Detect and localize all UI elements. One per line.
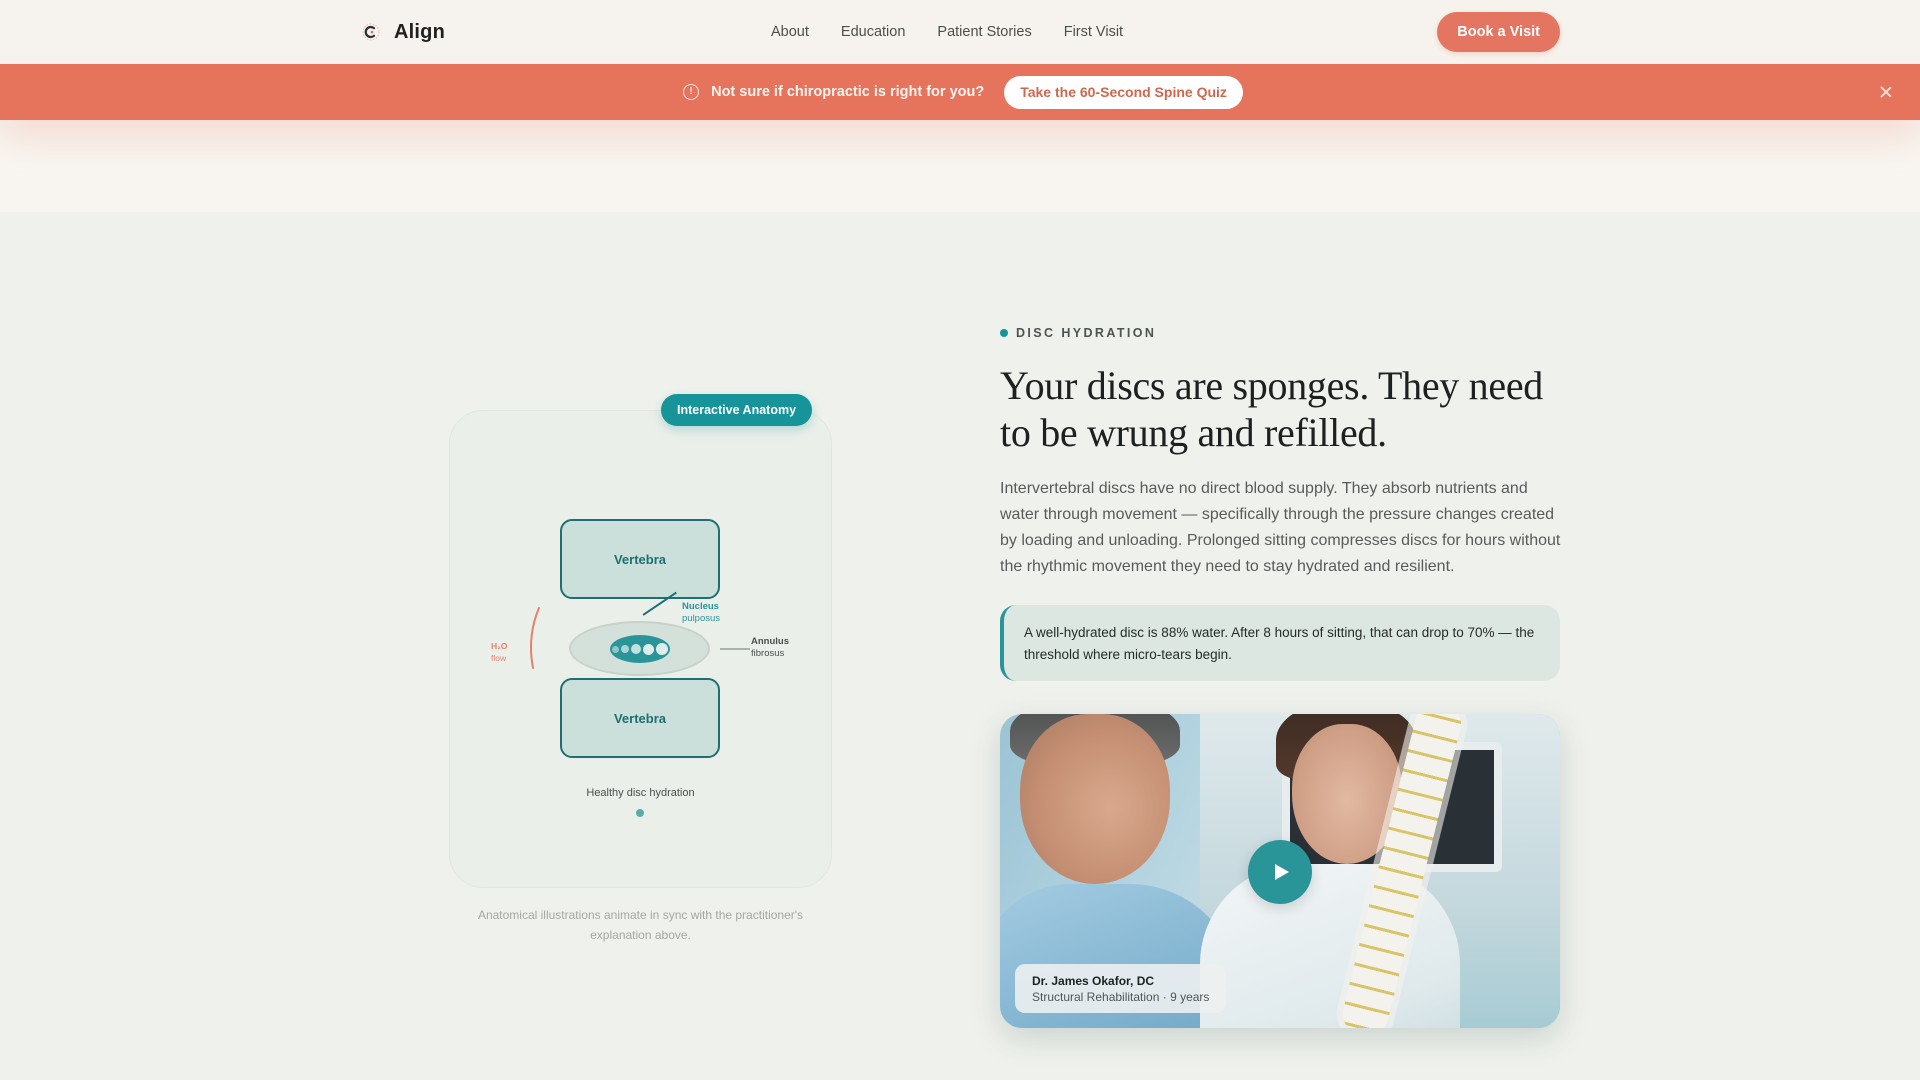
water-flow-arc-icon (530, 607, 540, 669)
nucleus-pulposus[interactable] (610, 635, 670, 663)
main-nav: About Education Patient Stories First Vi… (771, 24, 1123, 40)
vertebra-bottom[interactable]: Vertebra (560, 678, 720, 758)
nav-education[interactable]: Education (840, 24, 906, 40)
section-headline: Your discs are sponges. They need to be … (1000, 363, 1543, 455)
nav-first-visit[interactable]: First Visit (1063, 24, 1124, 40)
anatomy-card (449, 410, 832, 888)
anatomy-caption: Healthy disc hydration (586, 787, 695, 799)
hydration-callout: A well-hydrated disc is 88% water. After… (1000, 605, 1560, 681)
anatomy-footnote: Anatomical illustrations animate in sync… (477, 908, 804, 942)
video-doctor-figure (1200, 864, 1460, 1028)
spine-quiz-button[interactable]: Take the 60-Second Spine Quiz (1004, 75, 1243, 109)
site-header: Align About Education Patient Stories Fi… (0, 0, 1920, 64)
interactive-anatomy-tag: Interactive Anatomy (661, 394, 813, 426)
nav-about[interactable]: About (771, 24, 809, 40)
promo-banner: ! Not sure if chiropractic is right for … (0, 64, 1920, 120)
video-doctor-head (1292, 724, 1402, 864)
banner-text: Not sure if chiropractic is right for yo… (711, 84, 985, 100)
info-icon: ! (683, 84, 700, 100)
eyebrow-dot-icon (1000, 329, 1008, 337)
section-body: Intervertebral discs have no direct bloo… (1000, 480, 1561, 575)
play-button[interactable] (1248, 840, 1312, 904)
logo-icon (360, 21, 382, 43)
nav-patient-stories[interactable]: Patient Stories (937, 24, 1032, 40)
annulus-leader-line (720, 648, 750, 650)
hero-spacer (0, 120, 1920, 212)
doctor-name: Dr. James Okafor, DC (1032, 974, 1155, 988)
section-eyebrow: DISC HYDRATION (1000, 326, 1156, 340)
intervertebral-disc[interactable] (569, 621, 710, 676)
doctor-meta: Structural Rehabilitation · 9 years (1032, 990, 1210, 1004)
close-icon[interactable] (1878, 84, 1894, 100)
animation-progress-dot[interactable] (636, 809, 644, 817)
brand-name: Align (394, 20, 445, 43)
vertebra-top[interactable]: Vertebra (560, 519, 720, 599)
play-icon (1274, 864, 1289, 880)
book-visit-button[interactable]: Book a Visit (1437, 12, 1560, 52)
doctor-badge: Dr. James Okafor, DC Structural Rehabili… (1015, 964, 1226, 1013)
practitioner-video[interactable]: Dr. James Okafor, DC Structural Rehabili… (1000, 714, 1560, 1028)
brand-link[interactable]: Align (360, 21, 445, 44)
video-patient-head (1020, 714, 1170, 884)
